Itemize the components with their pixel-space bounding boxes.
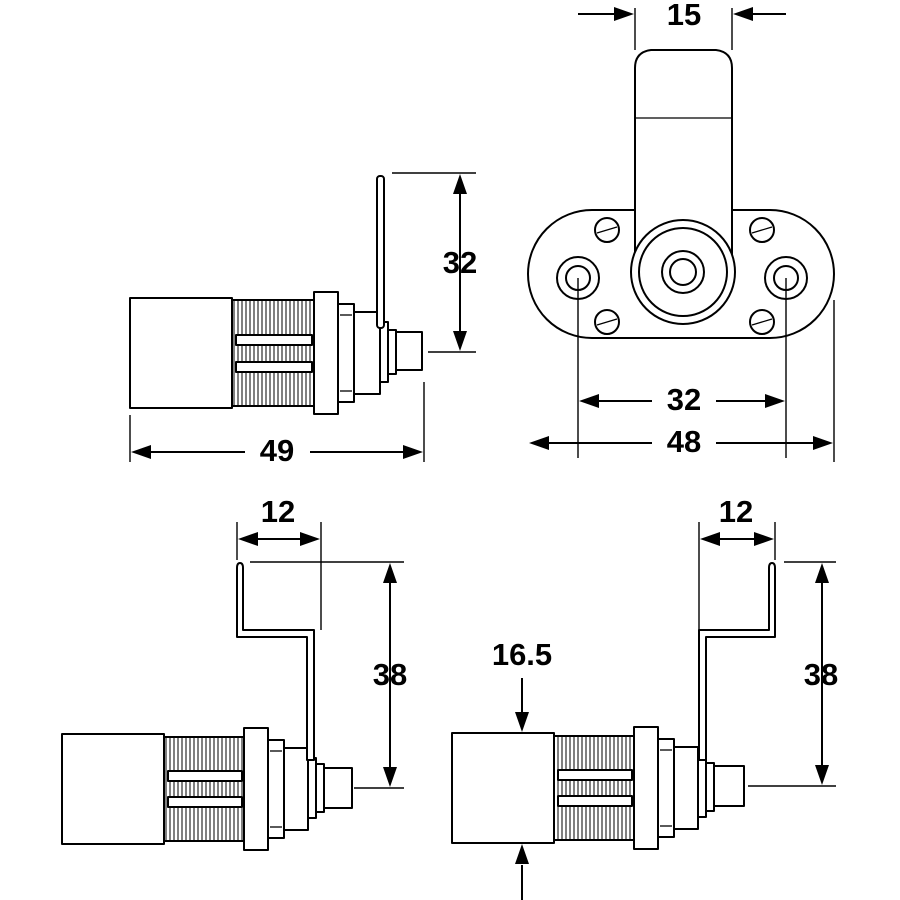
top-right-front-view — [527, 49, 835, 339]
bottom-right-side-view — [451, 562, 776, 850]
top-right-plate-width-dimension: 48 — [529, 300, 835, 462]
top-right-hole-spacing-label: 32 — [667, 382, 701, 417]
bottom-left-height-label: 38 — [373, 657, 407, 692]
screw-icon — [594, 217, 775, 335]
bottom-right-diameter-dimension: 16.5 — [492, 637, 552, 900]
top-right-cam-width-label: 15 — [667, 0, 701, 32]
bottom-left-side-view — [61, 562, 353, 851]
bottom-right-diameter-label: 16.5 — [492, 637, 552, 672]
top-right-hole-spacing-dimension: 32 — [577, 278, 787, 458]
bottom-right-offset-dimension: 12 — [698, 494, 776, 630]
bottom-right-height-label: 38 — [804, 657, 838, 692]
bottom-left-offset-label: 12 — [261, 494, 295, 529]
top-left-side-view — [129, 175, 423, 415]
bottom-right-height-dimension: 38 — [748, 561, 838, 787]
bottom-left-offset-dimension: 12 — [236, 494, 322, 630]
top-right-plate-width-label: 48 — [667, 424, 701, 459]
top-left-length-label: 49 — [260, 433, 294, 468]
top-left-height-dimension: 32 — [392, 172, 477, 353]
bottom-left-height-dimension: 38 — [250, 561, 407, 789]
top-right-cam-width-dimension: 15 — [578, 0, 786, 50]
bottom-right-offset-label: 12 — [719, 494, 753, 529]
top-left-height-label: 32 — [443, 245, 477, 280]
top-left-length-dimension: 49 — [129, 382, 425, 468]
